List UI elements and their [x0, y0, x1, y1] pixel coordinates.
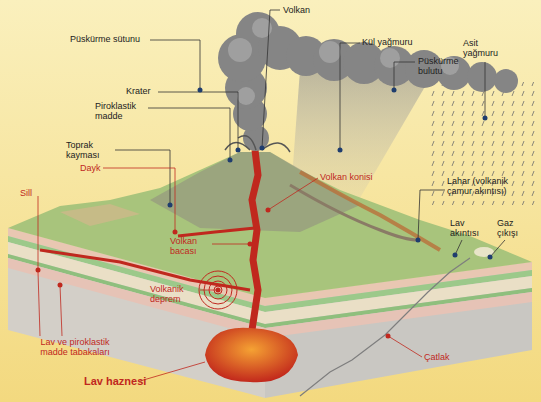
- callout-label: Volkanik deprem: [150, 284, 200, 304]
- callout-label: Krater: [126, 86, 151, 96]
- callout-label: Volkan: [283, 5, 310, 15]
- callout-label: Çatlak: [424, 352, 450, 362]
- landslide: [60, 204, 140, 226]
- acid-rain: [428, 82, 540, 205]
- sill: [40, 250, 250, 290]
- callout-label: Püskürme bulutu: [418, 56, 472, 76]
- leader-dots-red: [36, 208, 391, 339]
- callout-label: Asit yağmuru: [463, 38, 507, 58]
- callout-label: Dayk: [80, 163, 101, 173]
- dyke: [178, 228, 255, 236]
- magma-chamber: [205, 328, 298, 383]
- callout-label: Lav akıntısı: [450, 218, 492, 238]
- callout-label: Piroklastik madde: [95, 101, 149, 121]
- volcanic-bombs: [225, 136, 290, 152]
- crack: [300, 258, 470, 396]
- callout-label: Volkan bacası: [170, 236, 212, 256]
- callout-label: Gaz çıkışı: [497, 218, 535, 238]
- callout-label: Lahar (volkanik çamur akıntısı): [447, 176, 529, 196]
- callout-label: Toprak kayması: [66, 140, 116, 160]
- callout-label: Lav haznesi: [84, 375, 146, 387]
- volcano-conduit: [252, 150, 258, 330]
- lahar-flow: [290, 185, 418, 240]
- callout-label: Volkan konisi: [320, 172, 373, 182]
- seismic-waves: [199, 271, 237, 309]
- callout-label: Kül yağmuru: [362, 37, 413, 47]
- callout-label: Püskürme sütunu: [70, 34, 140, 44]
- leader-dots: [168, 88, 493, 260]
- layer: [265, 292, 532, 338]
- leader-lines: [115, 10, 505, 257]
- ground-surface: [8, 152, 532, 298]
- callout-label: Lav ve piroklastik madde tabakaları: [28, 337, 122, 357]
- callout-label: Sill: [20, 188, 32, 198]
